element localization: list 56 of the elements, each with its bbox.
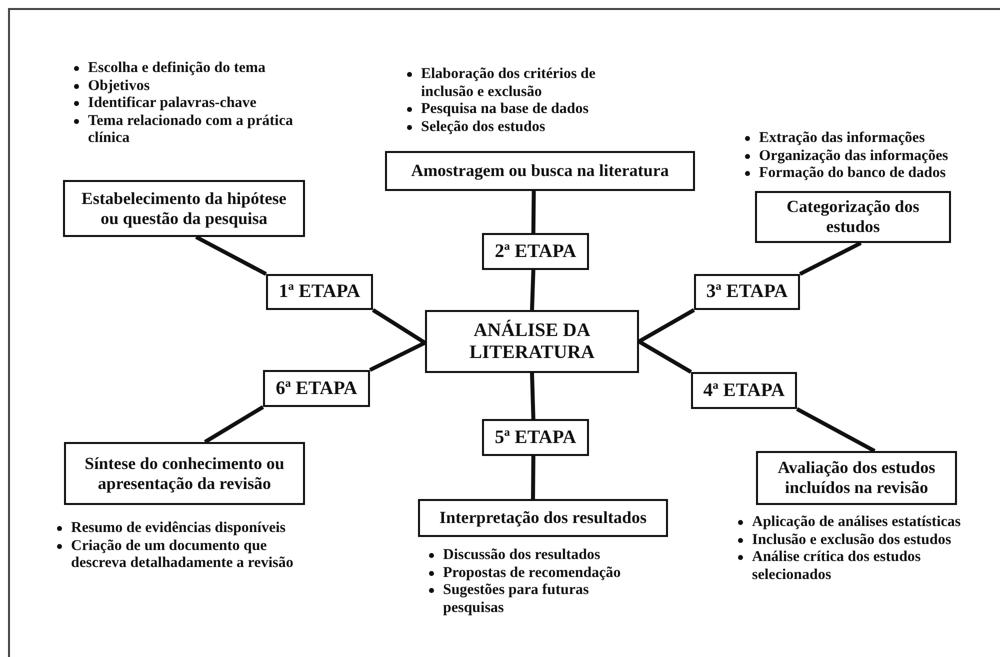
step-box <box>418 499 668 537</box>
connector-line <box>796 407 876 453</box>
step-box <box>63 180 305 237</box>
bullet-text: Sugestões para futuras pesquisas <box>443 582 589 616</box>
bullet-text: Aplicação de análises estatísticas <box>752 514 961 530</box>
box-text: 3ª ETAPA <box>706 281 788 303</box>
box-text: Avaliação dos estudos incluídos na revisão <box>776 458 936 498</box>
step-box <box>756 451 957 505</box>
box-text: 6ª ETAPA <box>276 378 358 400</box>
box-text: Síntese do conhecimento ou apresentação da revisão <box>84 454 286 494</box>
connector-line <box>531 190 536 234</box>
stage-label-box <box>482 233 589 270</box>
central-box <box>425 310 639 373</box>
step-box <box>385 151 695 191</box>
connector-line <box>531 456 536 500</box>
bullet-text: Discussão dos resultados <box>443 547 600 563</box>
bullet-text: Análise crítica dos estudos selecionados <box>752 549 921 583</box>
bullet-text: Elaboração dos critérios de inclusão e exclusão <box>421 66 596 100</box>
box-text: Estabelecimento da hipótese ou questão da pesquisa <box>80 188 288 228</box>
bullet-text: Objetivos <box>88 78 150 94</box>
connector-line <box>204 405 264 444</box>
stage-label-box <box>482 419 589 456</box>
bullet-text: Resumo de evidências disponíveis <box>71 520 286 536</box>
connector-line <box>638 340 692 374</box>
box-text: Amostragem ou busca na literatura <box>411 161 669 181</box>
step-box <box>64 442 305 505</box>
connector-line <box>195 235 267 276</box>
connector-line <box>530 270 536 310</box>
connector-line <box>372 308 426 344</box>
stage-label-box <box>266 274 373 310</box>
stage-label-box <box>691 372 797 409</box>
bullet-text: Seleção dos estudos <box>421 118 546 135</box>
connector-line <box>369 340 426 372</box>
bullet-text: Tema relacionado com a prática clínica <box>88 112 293 146</box>
bullet-text: Extração das informações <box>759 130 925 146</box>
box-text: 5ª ETAPA <box>494 426 576 448</box>
bullet-text: Identificar palavras-chave <box>88 95 256 112</box>
bullet-text: Organização das informações <box>759 148 948 164</box>
bullet-text: Escolha e definição do tema <box>88 60 266 76</box>
box-text: 2ª ETAPA <box>494 240 576 262</box>
connector-line <box>799 241 862 276</box>
bullet-text: Criação de um documento que descreva detalhadamente a revisão <box>71 538 294 572</box>
step-box <box>755 191 951 243</box>
box-text: ANÁLISE DA LITERATURA <box>468 320 596 364</box>
bullet-text: Pesquisa na base de dados <box>421 101 589 118</box>
connector-line <box>638 308 695 344</box>
box-text: 4ª ETAPA <box>703 380 785 402</box>
stage-label-box <box>694 274 800 310</box>
bullet-text: Propostas de recomendação <box>443 564 621 581</box>
bullet-text: Formação do banco de dados <box>759 165 946 182</box>
box-text: 1ª ETAPA <box>278 281 360 303</box>
connector-line <box>530 372 536 420</box>
box-text: Interpretação dos resultados <box>439 508 647 528</box>
bullet-text: Inclusão e exclusão dos estudos <box>752 532 952 548</box>
box-text: Categorização dos estudos <box>786 197 920 237</box>
stage-label-box <box>263 370 370 407</box>
